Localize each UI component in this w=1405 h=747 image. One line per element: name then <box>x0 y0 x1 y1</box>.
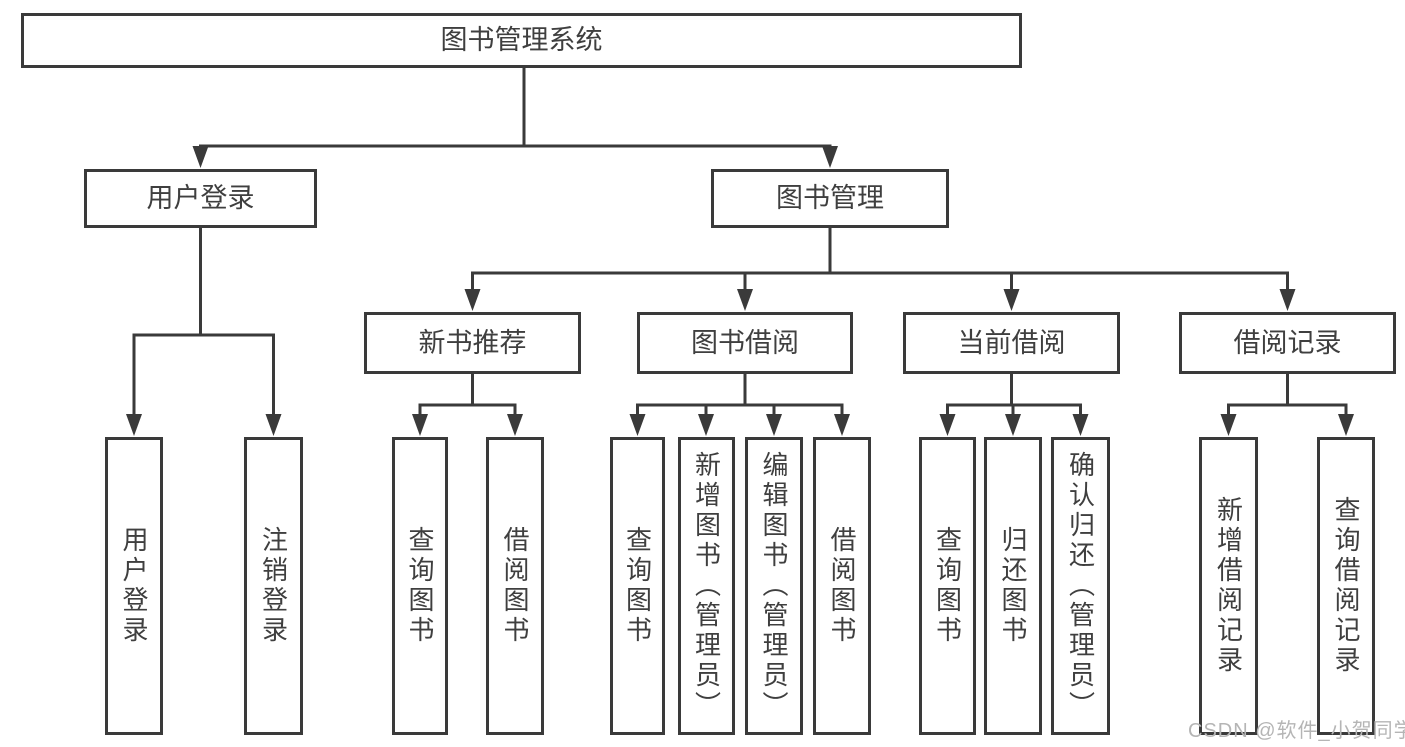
node-label: 用户登录 <box>119 526 149 646</box>
node-label: 借阅图书 <box>827 526 857 646</box>
leaf-query-borrow-record: 查询借阅记录 <box>1317 437 1375 735</box>
watermark: CSDN @软件_小贺同学 <box>1188 720 1405 742</box>
node-label: 图书借阅 <box>691 327 799 358</box>
node-book-borrow: 图书借阅 <box>637 312 853 374</box>
leaf-logout: 注销登录 <box>244 437 303 735</box>
node-label: 借阅图书 <box>500 526 530 646</box>
node-label: 当前借阅 <box>957 327 1066 358</box>
node-label: 图书管理系统 <box>440 25 603 55</box>
node-borrow-record: 借阅记录 <box>1179 312 1396 374</box>
node-label: 新增图书（管理员） <box>691 451 722 721</box>
leaf-edit-book-admin: 编辑图书（管理员） <box>745 437 803 735</box>
leaf-query-book-3: 查询图书 <box>919 437 976 735</box>
node-label: 新增借阅记录 <box>1213 496 1244 676</box>
leaf-query-book-2: 查询图书 <box>610 437 665 735</box>
node-label: 新书推荐 <box>418 327 527 358</box>
node-label: 用户登录 <box>146 183 255 213</box>
node-label: 编辑图书（管理员） <box>759 451 789 721</box>
leaf-borrow-book-2: 借阅图书 <box>813 437 871 735</box>
node-label: 确认归还（管理员） <box>1065 451 1096 721</box>
node-label: 查询图书 <box>932 526 963 646</box>
node-library-management-system: 图书管理系统 <box>21 13 1022 68</box>
node-book-management: 图书管理 <box>711 169 949 228</box>
node-label: 查询借阅记录 <box>1331 496 1361 676</box>
node-current-borrow: 当前借阅 <box>903 312 1120 374</box>
leaf-return-book: 归还图书 <box>984 437 1042 735</box>
node-new-book-recommend: 新书推荐 <box>364 312 581 374</box>
leaf-add-book-admin: 新增图书（管理员） <box>678 437 735 735</box>
node-user-login: 用户登录 <box>84 169 317 228</box>
leaf-confirm-return-admin: 确认归还（管理员） <box>1051 437 1110 735</box>
node-label: 查询图书 <box>405 526 435 646</box>
node-label: 借阅记录 <box>1233 327 1342 358</box>
leaf-query-book-1: 查询图书 <box>392 437 448 735</box>
node-label: 注销登录 <box>258 526 289 646</box>
node-label: 图书管理 <box>776 183 884 213</box>
leaf-user-login: 用户登录 <box>105 437 163 735</box>
leaf-add-borrow-record: 新增借阅记录 <box>1199 437 1258 735</box>
node-label: 查询图书 <box>622 526 653 646</box>
leaf-borrow-book-1: 借阅图书 <box>486 437 544 735</box>
node-label: 归还图书 <box>998 526 1028 646</box>
